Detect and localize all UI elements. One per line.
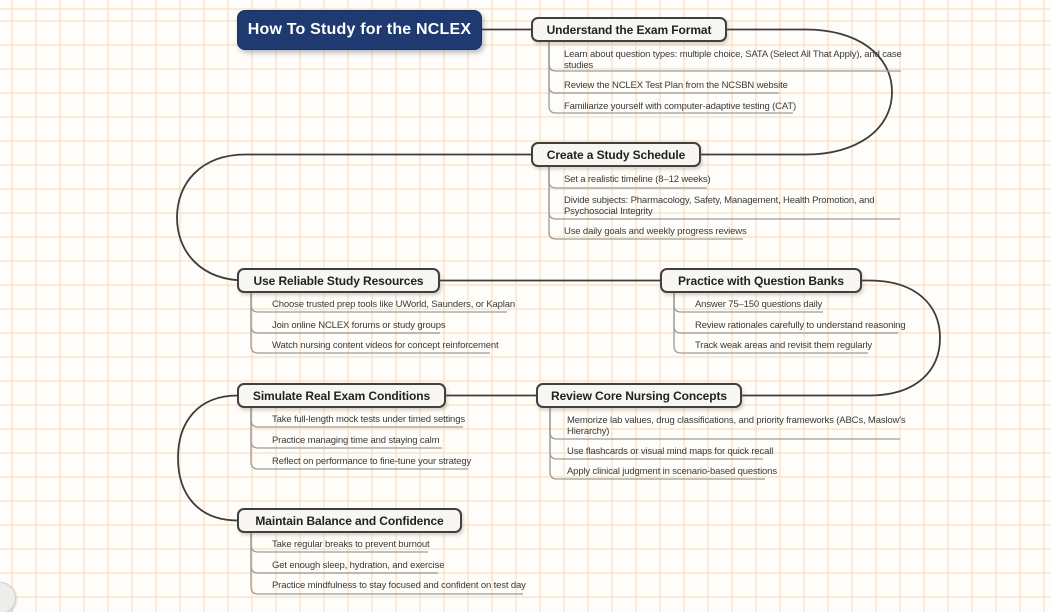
branch-node-practice-question-banks[interactable]: Practice with Question Banks: [660, 268, 862, 293]
branch-connectors: [176, 28, 941, 522]
leaf-item[interactable]: Review rationales carefully to understan…: [695, 320, 906, 331]
leaf-item[interactable]: Set a realistic timeline (8–12 weeks): [564, 174, 711, 185]
branch-label: Maintain Balance and Confidence: [255, 513, 444, 528]
root-node-label: How To Study for the NCLEX: [247, 21, 472, 38]
leaf-item[interactable]: Reflect on performance to fine-tune your…: [272, 456, 472, 467]
branch-label: Understand the Exam Format: [546, 22, 712, 37]
leaf-item[interactable]: Answer 75–150 questions daily: [695, 299, 823, 310]
branch-node-maintain-balance-confidence[interactable]: Maintain Balance and Confidence: [237, 508, 462, 533]
branch-node-use-reliable-study-resources[interactable]: Use Reliable Study Resources: [237, 268, 440, 293]
branch-node-review-core-nursing-concepts[interactable]: Review Core Nursing Concepts: [536, 383, 742, 408]
leaf-item[interactable]: Get enough sleep, hydration, and exercis…: [272, 560, 445, 571]
leaf-connectors: [250, 42, 901, 595]
leaf-item[interactable]: Review the NCLEX Test Plan from the NCSB…: [564, 80, 788, 91]
branch-label: Practice with Question Banks: [678, 273, 844, 288]
leaf-item[interactable]: Track weak areas and revisit them regula…: [695, 340, 872, 351]
branch-label: Simulate Real Exam Conditions: [252, 388, 431, 403]
branch-node-understand-exam-format[interactable]: Understand the Exam Format: [531, 17, 727, 42]
leaf-item[interactable]: Learn about question types: multiple cho…: [564, 49, 902, 71]
root-node[interactable]: How To Study for the NCLEX: [237, 10, 482, 50]
branch-label: Review Core Nursing Concepts: [551, 388, 727, 403]
leaf-item[interactable]: Familiarize yourself with computer-adapt…: [564, 101, 797, 112]
leaf-item[interactable]: Practice managing time and staying calm: [272, 435, 440, 446]
leaf-item[interactable]: Take regular breaks to prevent burnout: [272, 539, 430, 550]
branch-label: Create a Study Schedule: [546, 147, 686, 162]
leaf-item[interactable]: Take full-length mock tests under timed …: [272, 414, 465, 425]
leaf-item[interactable]: Memorize lab values, drug classification…: [567, 415, 906, 437]
branch-node-simulate-real-exam-conditions[interactable]: Simulate Real Exam Conditions: [237, 383, 446, 408]
leaf-item[interactable]: Use flashcards or visual mind maps for q…: [567, 446, 774, 457]
leaf-item[interactable]: Watch nursing content videos for concept…: [272, 340, 499, 351]
leaf-item[interactable]: Divide subjects: Pharmacology, Safety, M…: [564, 195, 875, 217]
leaf-item[interactable]: Practice mindfulness to stay focused and…: [272, 580, 526, 591]
leaf-item[interactable]: Apply clinical judgment in scenario-base…: [567, 466, 777, 477]
branch-node-create-study-schedule[interactable]: Create a Study Schedule: [531, 142, 701, 167]
leaf-item[interactable]: Join online NCLEX forums or study groups: [272, 320, 446, 331]
branch-label: Use Reliable Study Resources: [253, 273, 424, 288]
leaf-item[interactable]: Choose trusted prep tools like UWorld, S…: [272, 299, 516, 310]
leaf-item[interactable]: Use daily goals and weekly progress revi…: [564, 226, 747, 237]
